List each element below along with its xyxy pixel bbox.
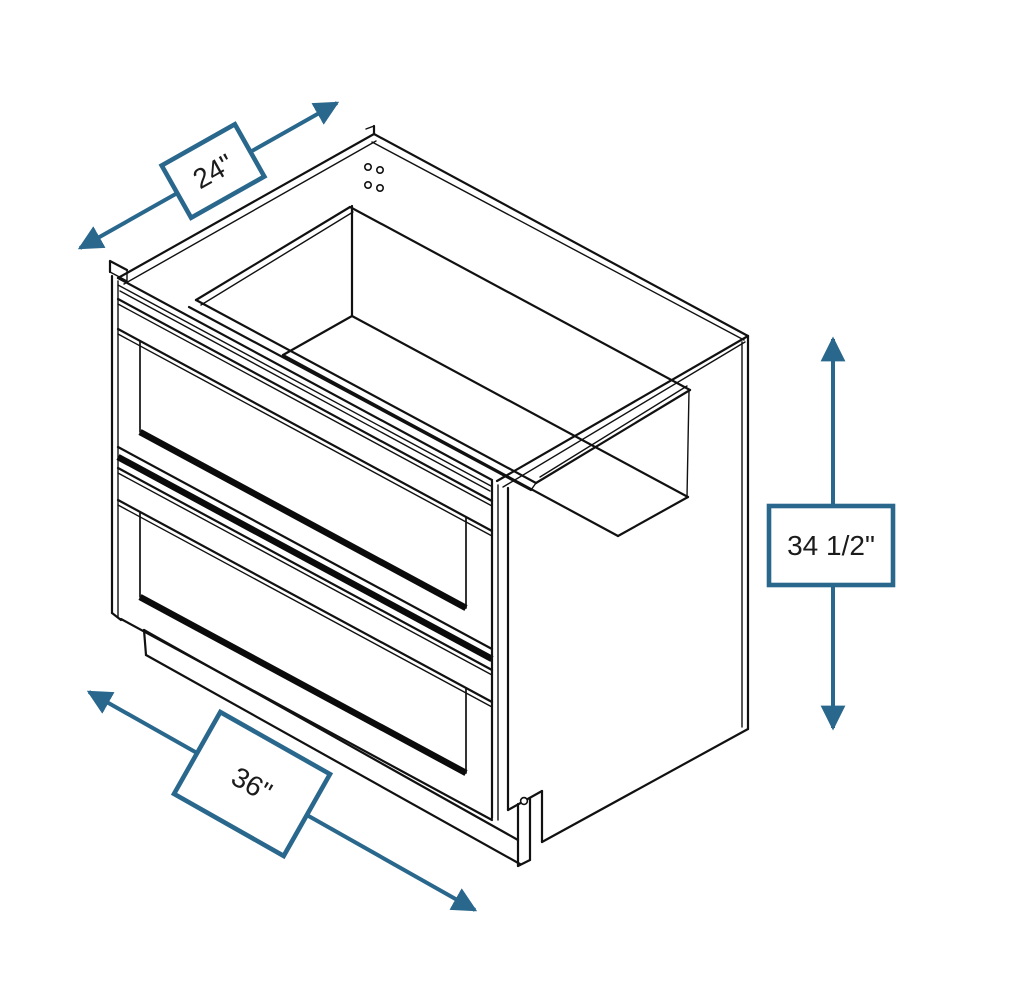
screw-holes — [363, 163, 384, 193]
drawer-bank-left-edge — [110, 274, 123, 622]
dimension-depth: 24" — [77, 101, 340, 250]
dimension-height: 34 1/2" — [766, 336, 896, 731]
depth-label-box: 24" — [158, 121, 268, 221]
cabinet-interior — [187, 204, 692, 538]
height-label-text: 34 1/2" — [787, 530, 875, 561]
drawer-front-upper — [116, 297, 494, 651]
drawer-gap — [116, 454, 494, 662]
drawer-bank-right-edge — [490, 479, 499, 821]
cabinet-top-rim — [108, 124, 750, 492]
width-label-frame — [170, 708, 334, 860]
cabinet-side-panel-right — [506, 334, 750, 844]
cabinet-line-art — [108, 124, 750, 868]
depth-label-frame — [158, 121, 268, 221]
height-label-frame — [766, 503, 896, 588]
dimension-width: 36" — [86, 690, 478, 912]
width-label-box: 36" — [170, 708, 334, 860]
